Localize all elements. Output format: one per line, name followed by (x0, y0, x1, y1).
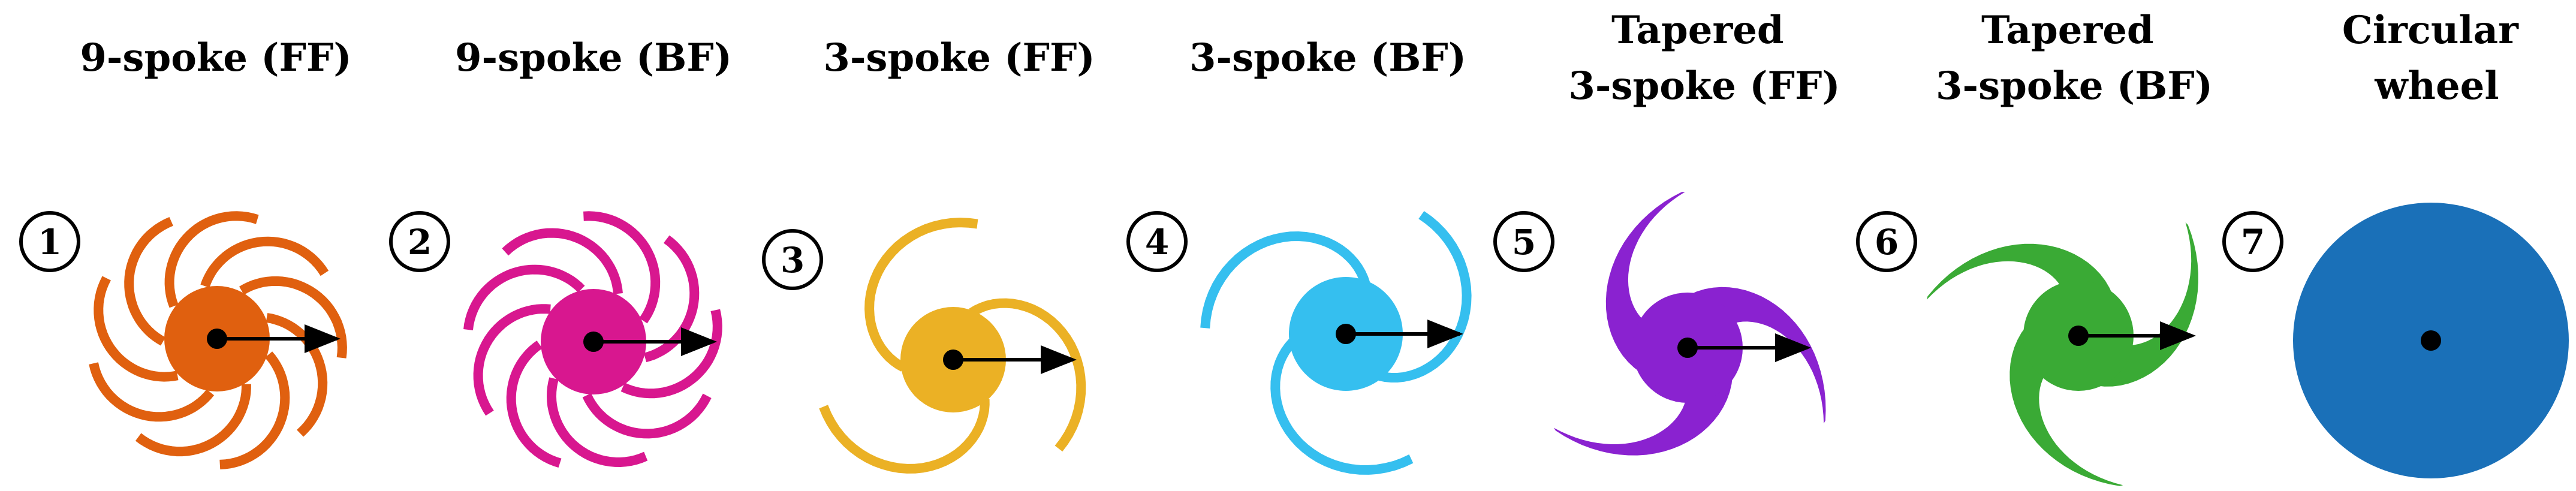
panel-3-number: 3 (781, 240, 805, 281)
spoke (583, 211, 661, 324)
wheel-3-spoke-ff (819, 218, 1086, 474)
panel-3-title: 3-spoke (FF) (823, 35, 1095, 80)
center-dot (1677, 338, 1698, 358)
panel-1-title: 9-spoke (FF) (80, 35, 351, 80)
spoke (1270, 339, 1414, 475)
spoke (1200, 231, 1370, 329)
spoke (506, 341, 562, 468)
panel-2-number: 2 (408, 222, 432, 263)
spoke (582, 393, 712, 439)
tapered-spoke (1605, 192, 1685, 382)
panel-1-number: 1 (38, 222, 62, 263)
tapered-spoke (1927, 243, 2117, 340)
center-dot (583, 332, 604, 352)
panel-2-number-badge: 2 (389, 211, 450, 272)
wheel-3-spoke-bf (1200, 210, 1472, 475)
panel-6-number: 6 (1875, 222, 1899, 263)
panel-4-title: 3-spoke (BF) (1189, 35, 1466, 80)
spoke (819, 399, 990, 474)
spoke (463, 264, 585, 331)
spoke (266, 313, 328, 437)
wheel-tapered-3-spoke-bf (1927, 222, 2198, 486)
spoke (200, 236, 329, 288)
spoke (219, 351, 290, 469)
panel-7-title: Circular wheel (2342, 8, 2532, 109)
panel-7-number: 7 (2241, 222, 2265, 263)
spoke (124, 216, 173, 346)
panel-2-title: 9-spoke (BF) (455, 35, 732, 80)
spoke (89, 362, 215, 422)
center-dot (2421, 330, 2441, 351)
spoke (164, 211, 259, 308)
panel-3-number-badge: 3 (762, 229, 823, 290)
panel-5-number-badge: 5 (1493, 211, 1554, 272)
wheel-circular (2293, 203, 2569, 478)
center-dot (207, 329, 227, 349)
panel-6-number-badge: 6 (1856, 211, 1917, 272)
spoke (643, 235, 700, 363)
wheel-tapered-3-spoke-ff (1553, 192, 1826, 456)
panel-4-number: 4 (1145, 222, 1169, 263)
center-dot (943, 350, 963, 370)
spoke (969, 298, 1086, 452)
panel-5-number: 5 (1512, 222, 1536, 263)
spoke (546, 377, 648, 468)
wheel-9-spoke-bf (463, 211, 722, 468)
panel-4-number-badge: 4 (1126, 211, 1188, 272)
panel-5-title: Tapered 3-spoke (FF) (1568, 8, 1840, 109)
center-dot (1336, 324, 1356, 344)
tapered-spoke (1553, 334, 1733, 456)
panel-1-number-badge: 1 (19, 211, 80, 272)
spoke (864, 218, 978, 372)
panel-7-number-badge: 7 (2222, 211, 2283, 272)
spoke (135, 384, 251, 457)
panel-6-title: Tapered 3-spoke (BF) (1936, 8, 2213, 109)
spoke (473, 304, 551, 416)
spoke (502, 228, 623, 294)
wheel-9-spoke-ff (89, 211, 347, 469)
center-dot (2068, 326, 2089, 346)
spoke (94, 276, 179, 382)
